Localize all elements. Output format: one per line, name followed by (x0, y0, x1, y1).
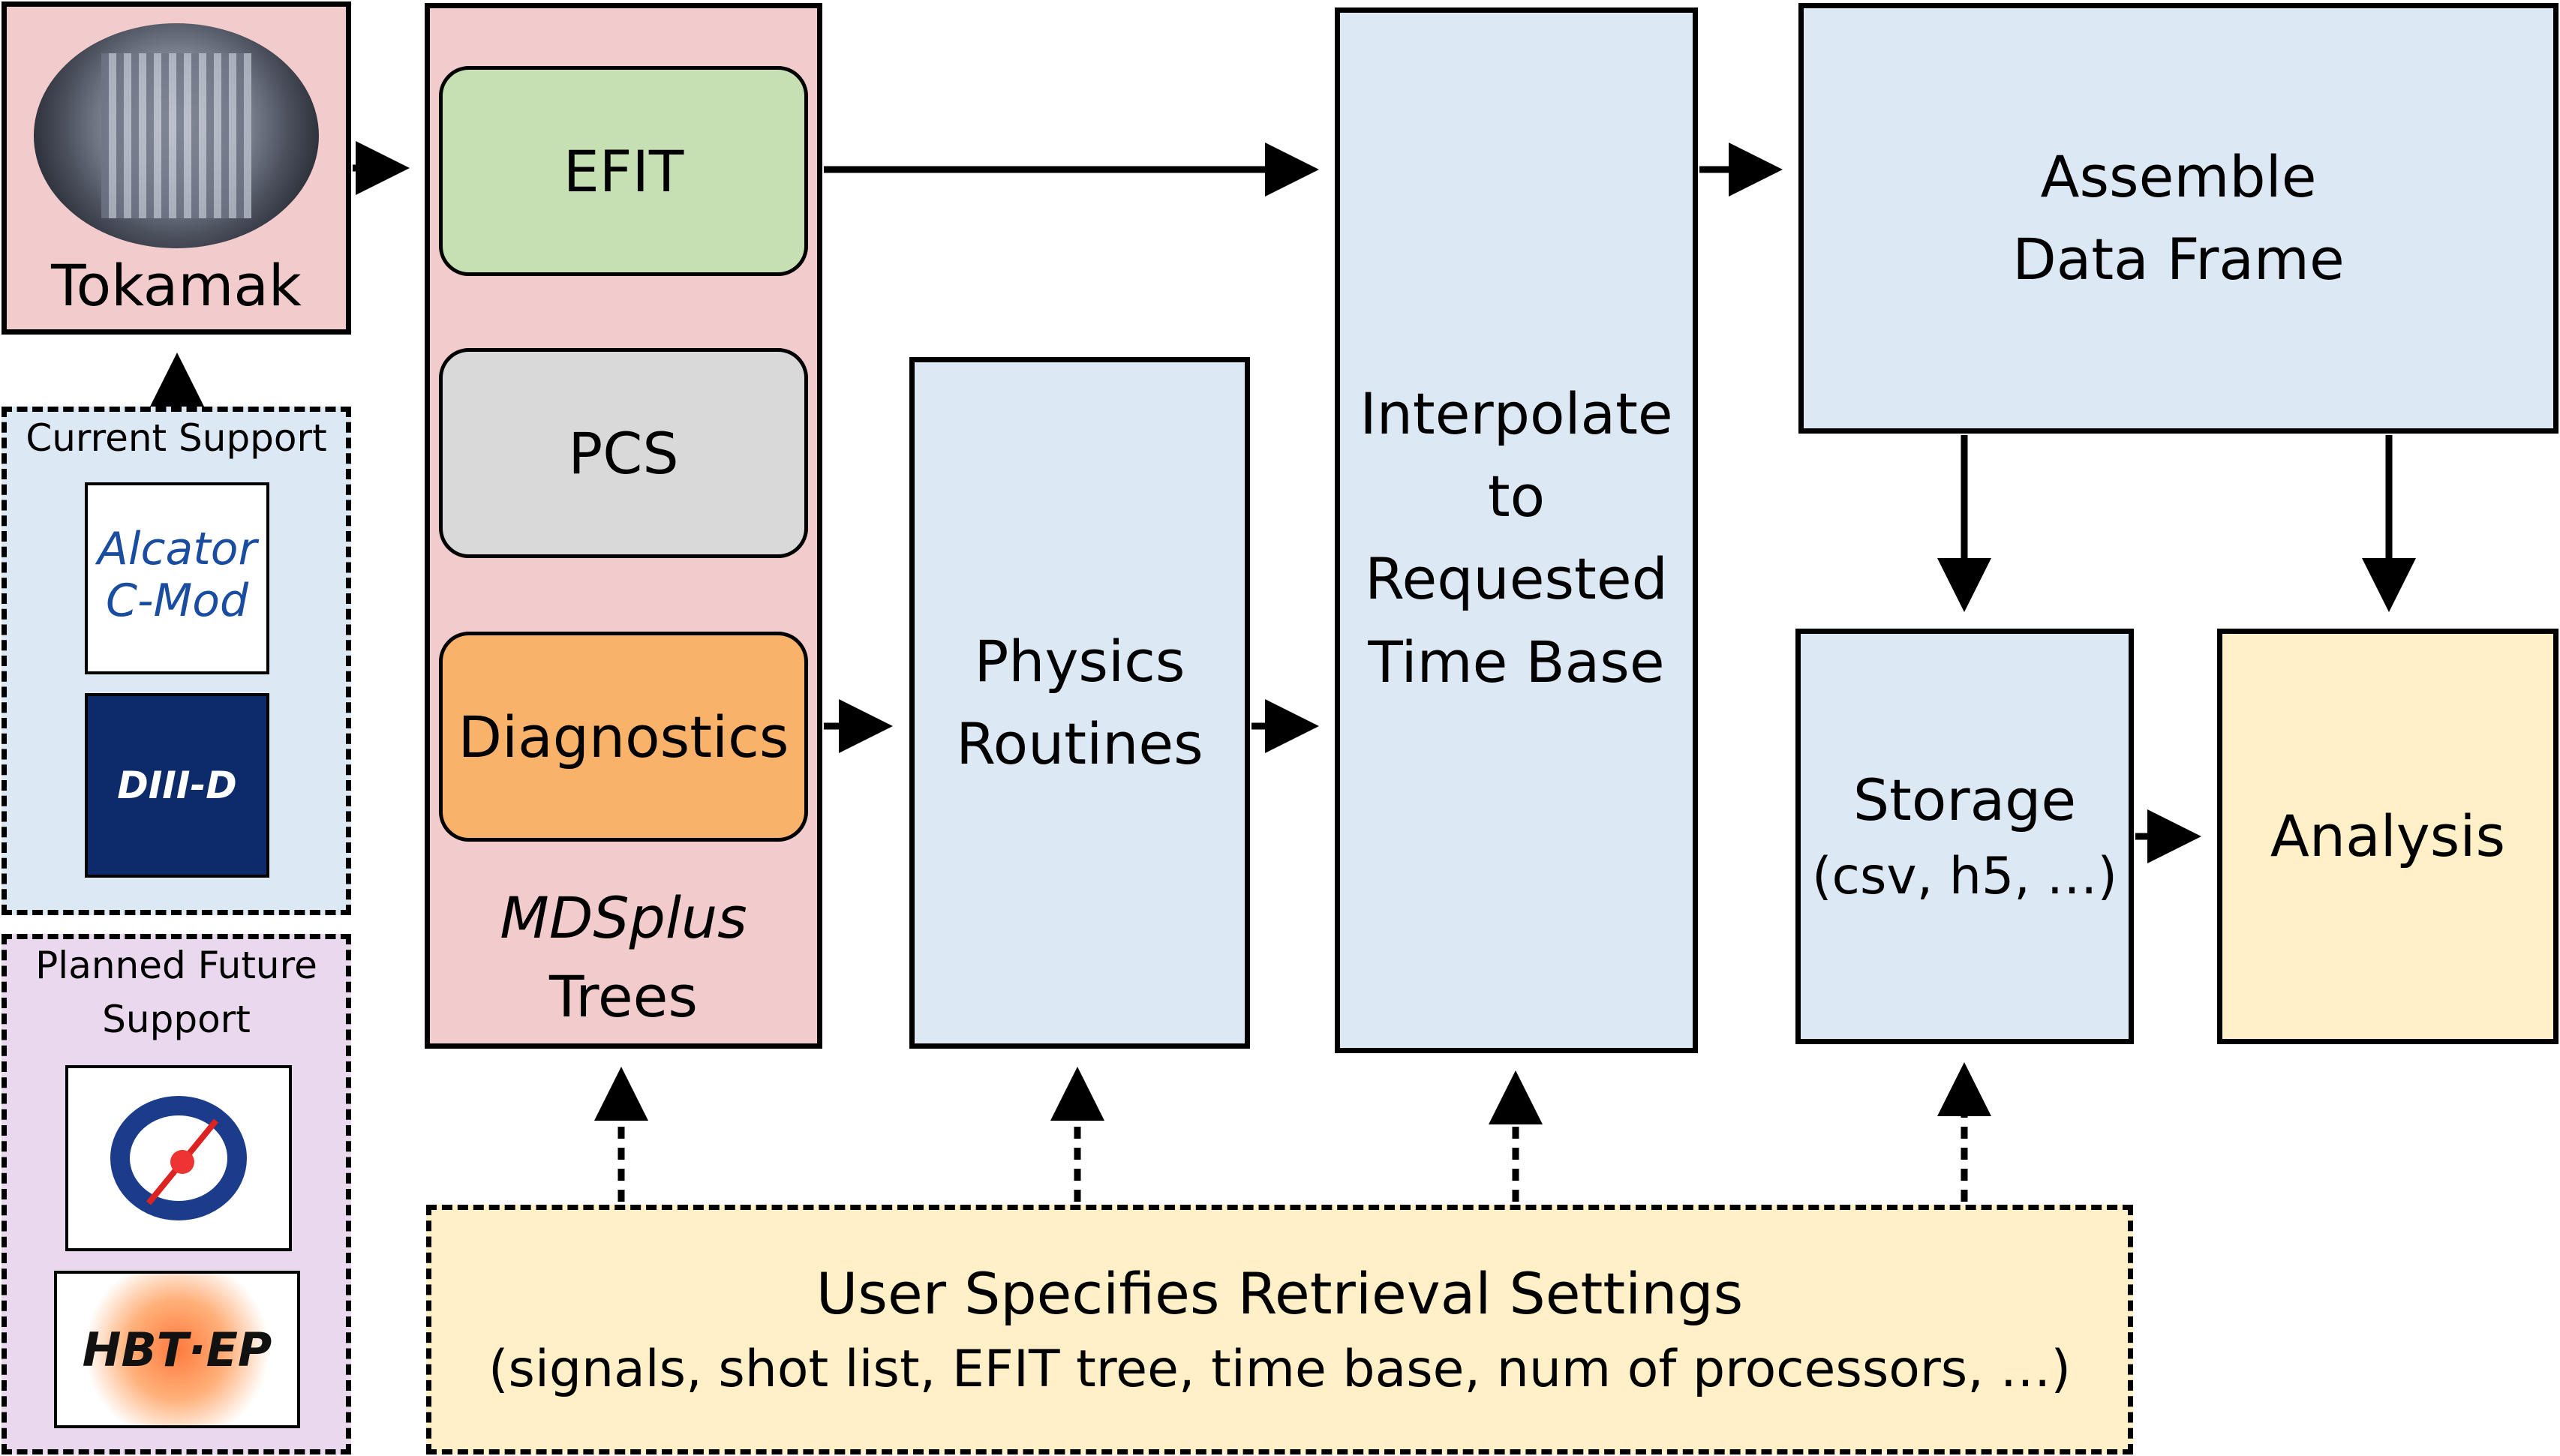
hbt-ep-logo: HBT·EP (54, 1271, 300, 1428)
interpolate-line-2: to (1487, 463, 1546, 530)
mdsplus-title-italic: MDSplus (500, 884, 747, 951)
interpolate-line-3: Requested (1365, 545, 1668, 613)
current-support-label: Current Support (26, 416, 327, 460)
diagnostics-node: Diagnostics (439, 632, 808, 842)
east-logo (65, 1065, 292, 1251)
alcator-cmod-logo: Alcator C-Mod (85, 482, 269, 674)
mdsplus-title-rest: Trees (549, 962, 698, 1030)
interpolate-line-4: Time Base (1368, 628, 1665, 695)
storage-box: Storage (csv, h5, …) (1795, 629, 2134, 1044)
physics-line-1: Physics (974, 627, 1185, 695)
analysis-box: Analysis (2217, 629, 2558, 1044)
efit-node: EFIT (439, 66, 808, 276)
assemble-line-2: Data Frame (2012, 226, 2345, 293)
future-support-label-1: Planned Future (35, 944, 317, 987)
tokamak-image (34, 23, 319, 248)
diii-d-logo: DIII-D (85, 693, 269, 878)
storage-line-1: Storage (1852, 767, 2077, 834)
user-settings-line-2: (signals, shot list, EFIT tree, time bas… (488, 1340, 2071, 1400)
interpolate-line-1: Interpolate (1360, 380, 1673, 447)
physics-routines-box: Physics Routines (909, 357, 1250, 1049)
tokamak-box: Tokamak (2, 2, 351, 335)
mdsplus-title: MDSplus Trees (425, 879, 822, 1037)
analysis-label: Analysis (2270, 802, 2506, 869)
user-settings-line-1: User Specifies Retrieval Settings (816, 1259, 1744, 1327)
assemble-box: Assemble Data Frame (1798, 3, 2558, 434)
tokamak-label: Tokamak (51, 252, 302, 319)
assemble-line-1: Assemble (2040, 143, 2317, 210)
future-support-label-2: Support (102, 998, 251, 1041)
pcs-node: PCS (439, 348, 808, 558)
physics-line-2: Routines (956, 710, 1203, 777)
interpolate-box: Interpolate to Requested Time Base (1335, 8, 1698, 1053)
storage-line-2: (csv, h5, …) (1812, 846, 2117, 906)
user-settings-box: User Specifies Retrieval Settings (signa… (426, 1205, 2133, 1454)
